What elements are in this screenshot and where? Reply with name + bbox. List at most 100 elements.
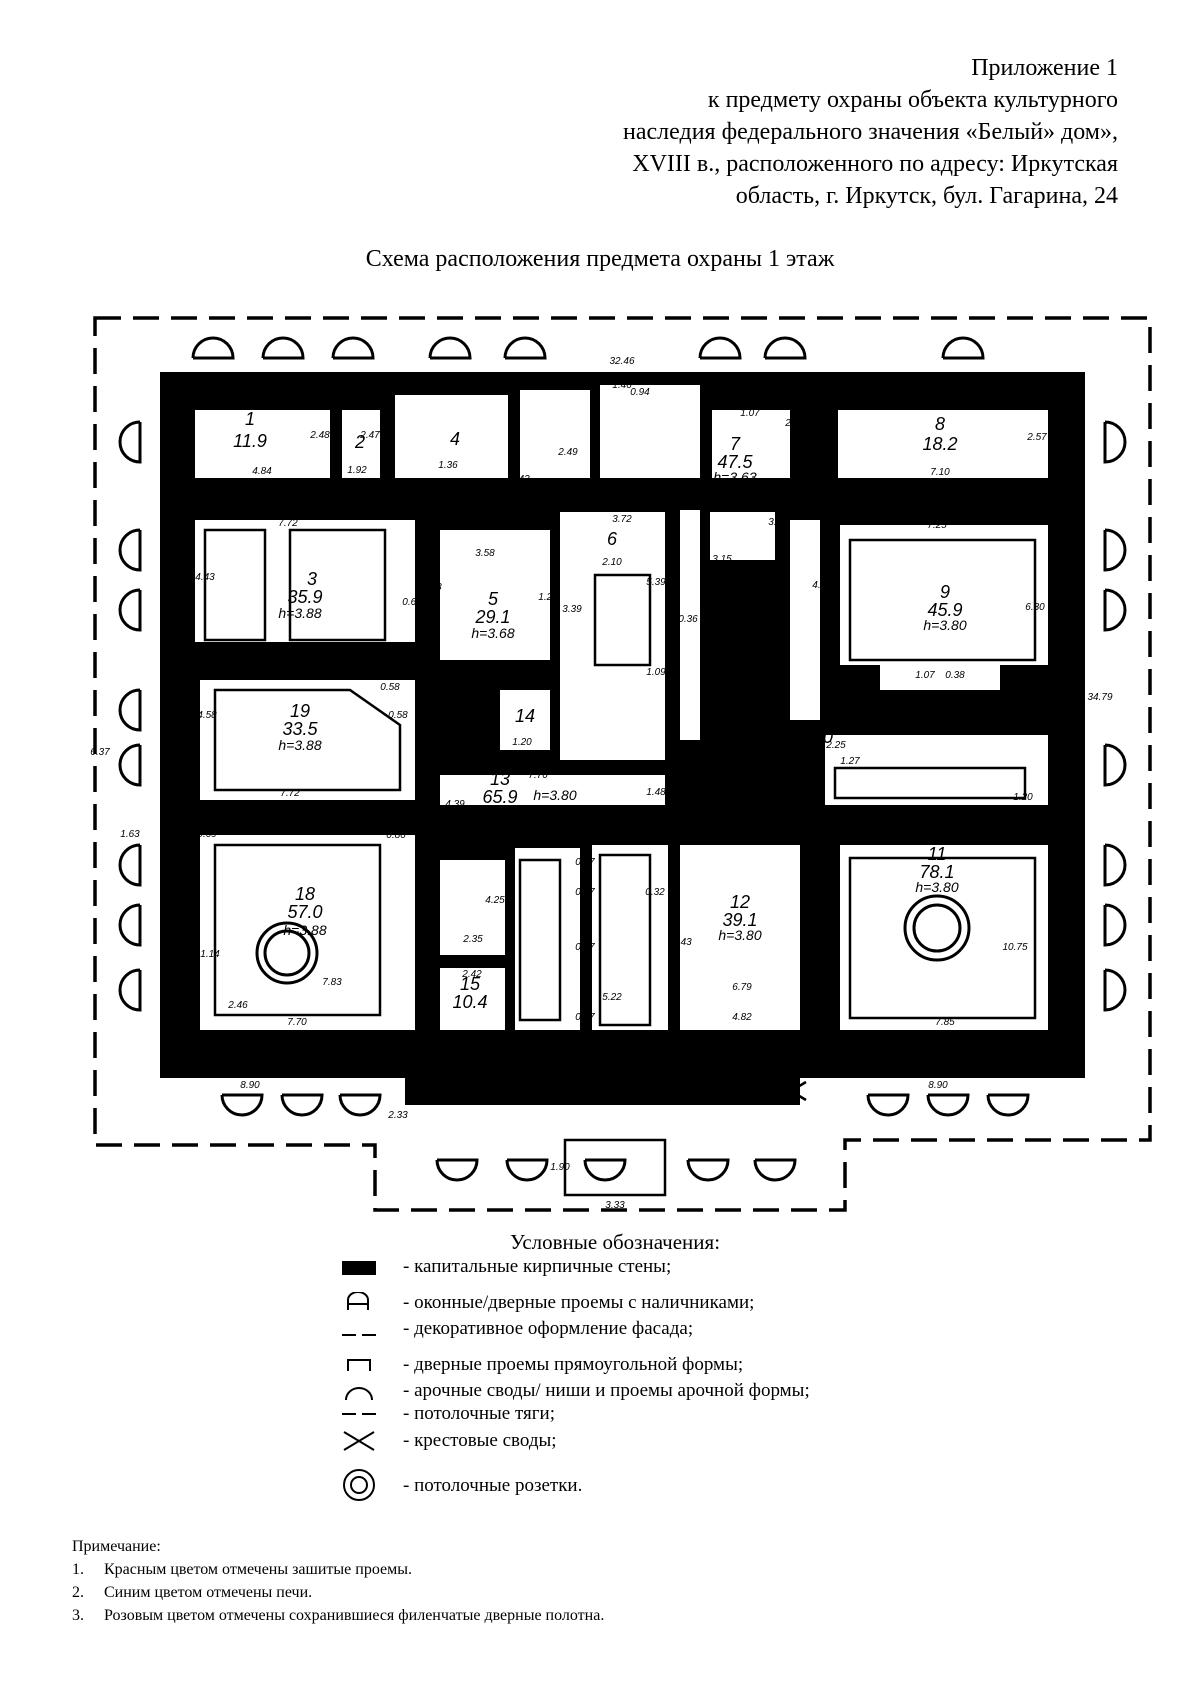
legend-item-windows: - оконные/дверные проемы с наличниками; [403,1292,755,1313]
svg-text:2.15: 2.15 [489,664,510,675]
svg-text:4.84: 4.84 [252,466,272,477]
svg-text:10.75: 10.75 [1002,942,1027,953]
svg-text:6.79: 6.79 [732,982,752,993]
svg-text:65.9: 65.9 [482,787,517,807]
svg-text:17: 17 [517,1062,538,1082]
svg-text:1.43: 1.43 [448,726,468,737]
svg-text:4.84: 4.84 [812,580,832,591]
svg-text:0.87: 0.87 [575,942,595,953]
svg-text:2.57: 2.57 [1026,432,1047,443]
svg-text:0.38: 0.38 [945,670,965,681]
note-text: Розовым цветом отмечены сохранившиеся фи… [104,1607,605,1624]
svg-text:7.70: 7.70 [287,1017,307,1028]
svg-text:3.15: 3.15 [712,554,732,565]
svg-text:14: 14 [515,706,535,726]
legend-item-rosettes: - потолочные розетки. [403,1475,583,1496]
svg-text:h=3.63: h=3.63 [713,469,756,485]
svg-text:h=3.88: h=3.88 [278,605,321,621]
svg-text:47.5: 47.5 [717,452,753,472]
entrance-porch [563,1138,667,1197]
svg-text:19: 19 [290,701,310,721]
note-number: 1. [72,1561,84,1578]
svg-text:0.36: 0.36 [678,614,698,625]
svg-text:0.58: 0.58 [388,710,408,721]
svg-text:3.33: 3.33 [605,1200,625,1211]
svg-text:3.15: 3.15 [712,795,732,806]
svg-text:1.36: 1.36 [438,460,458,471]
room-17: 17 [517,1062,538,1082]
svg-text:7.72: 7.72 [280,788,300,799]
svg-text:35.9: 35.9 [287,587,322,607]
svg-text:57.0: 57.0 [287,902,322,922]
svg-text:1.07: 1.07 [740,408,760,419]
svg-text:0.61: 0.61 [402,597,421,608]
notes: Примечание: 1. Красным цветом отмечены з… [72,1535,604,1627]
svg-text:0.87: 0.87 [575,887,595,898]
svg-text:4: 4 [450,429,460,449]
capital-walls [160,372,1085,1105]
svg-text:3.58: 3.58 [475,548,495,559]
interior-lines [203,528,1037,1027]
header-line-2: к предмету охраны объекта культурного [707,87,1118,113]
note-1: 1. Красным цветом отмечены зашитые проем… [72,1558,604,1581]
scheme-title: Схема расположения предмета охраны 1 эта… [365,246,835,272]
room-2: 2 [354,432,365,452]
svg-text:0.87: 0.87 [575,1012,595,1023]
room-7: 747.5h=3.63 [713,434,756,485]
svg-text:32.46: 32.46 [609,356,634,367]
arch-icon [345,1387,373,1401]
header-line-5: область, г. Иркутск, бул. Гагарина, 24 [735,183,1118,209]
svg-text:4.82: 4.82 [732,1012,752,1023]
svg-text:h=3.88: h=3.88 [278,737,321,753]
svg-text:3.54: 3.54 [768,517,788,528]
svg-text:3: 3 [307,569,317,589]
note-2: 2. Синим цветом отмечены печи. [72,1581,604,1604]
svg-text:7.76: 7.76 [528,770,548,781]
note-text: Синим цветом отмечены печи. [104,1584,313,1601]
svg-text:2.48: 2.48 [309,430,330,441]
room-3: 335.9h=3.88 [278,569,322,621]
svg-text:2.10: 2.10 [601,557,622,568]
svg-text:0.83: 0.83 [740,577,760,588]
note-number: 2. [72,1584,84,1601]
dashed-line-icon [342,1334,376,1336]
svg-text:2.35: 2.35 [462,934,483,945]
svg-text:8.90: 8.90 [240,1080,260,1091]
svg-text:10: 10 [813,727,833,747]
rosette-icon [343,1469,375,1501]
cross-vaults [424,1080,807,1102]
svg-text:h=3.88: h=3.88 [283,922,326,938]
legend-item-arches: - арочные своды/ ниши и проемы арочной ф… [403,1380,810,1401]
room-16: 16 [602,1077,623,1097]
notes-title: Примечание: [72,1538,161,1555]
svg-text:h=3.80: h=3.80 [923,617,966,633]
svg-text:4.43: 4.43 [195,572,215,583]
room-6: 6 [607,529,618,549]
svg-text:1.63: 1.63 [120,829,140,840]
svg-text:10.4: 10.4 [452,992,487,1012]
svg-text:h=3.80: h=3.80 [915,879,958,895]
room-4: 4 [450,429,460,449]
svg-text:4.25: 4.25 [485,895,505,906]
svg-text:0.95: 0.95 [857,817,877,828]
svg-text:1.07: 1.07 [915,670,935,681]
svg-text:1.25: 1.25 [538,592,558,603]
svg-text:1.20: 1.20 [512,737,532,748]
svg-text:7: 7 [730,434,741,454]
legend-item-rect-doors: - дверные проемы прямоугольной формы; [403,1354,744,1375]
svg-text:1.88: 1.88 [422,582,442,593]
svg-text:2.49: 2.49 [557,447,578,458]
svg-text:33.5: 33.5 [282,719,318,739]
legend-item-facade: - декоративное оформление фасада; [403,1318,694,1339]
svg-text:4.85: 4.85 [730,1090,750,1101]
svg-text:h=3.80: h=3.80 [718,927,761,943]
svg-text:0.69: 0.69 [197,829,217,840]
svg-text:78.1: 78.1 [919,862,954,882]
svg-text:4.58: 4.58 [197,710,217,721]
svg-text:7.25: 7.25 [927,520,947,531]
dimension-labels: 32.46 1.46 0.94 4.84 2.48 2.47 1.92 1.36… [90,356,1113,1211]
ceiling-rosettes [255,894,971,985]
svg-text:5: 5 [488,589,499,609]
svg-text:h=3.80: h=3.80 [533,787,576,803]
